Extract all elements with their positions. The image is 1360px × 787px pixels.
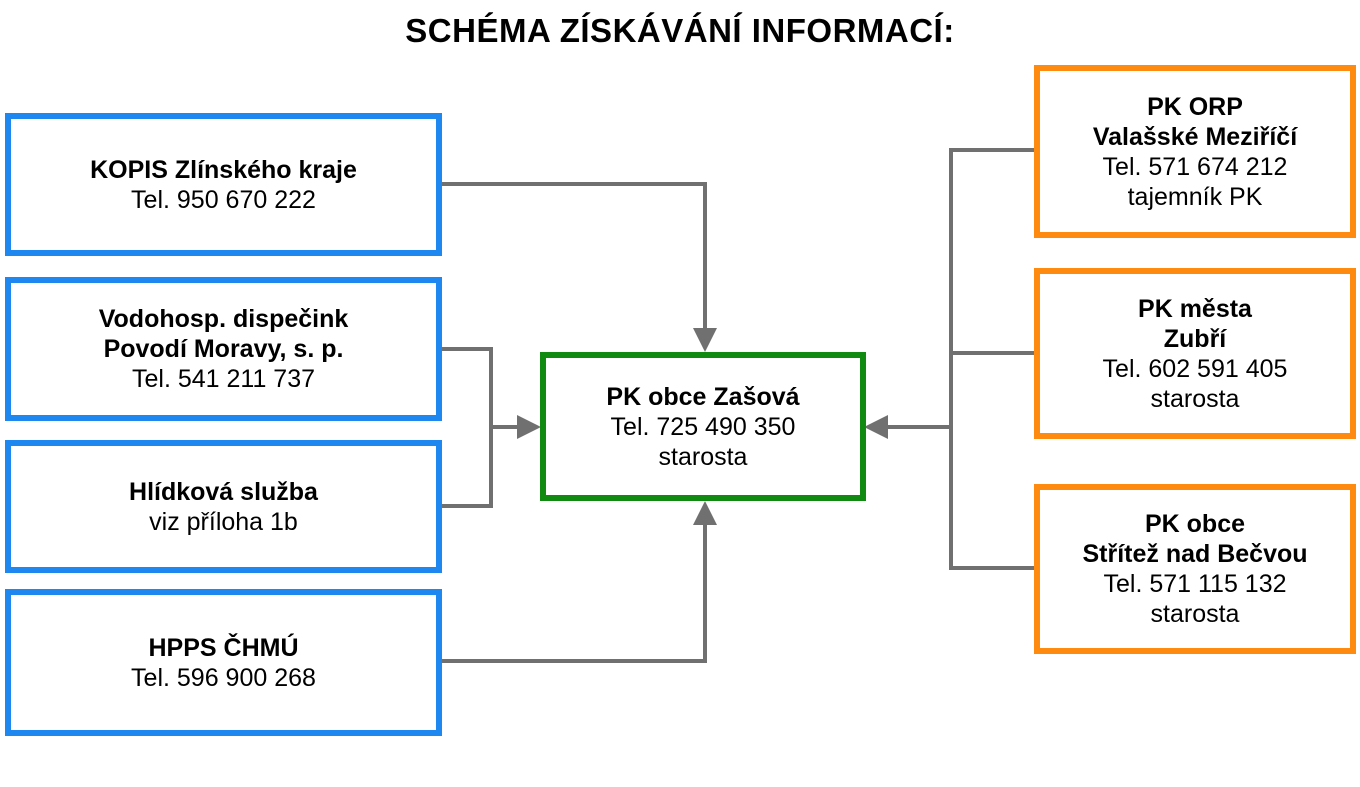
node-stritez-name-2: Střítež nad Bečvou [1082, 540, 1308, 568]
node-stritez: PK obce Střítež nad Bečvou Tel. 571 115 … [1034, 484, 1356, 654]
node-zubri-name-2: Zubří [1163, 324, 1227, 353]
connector-kopis [440, 182, 707, 345]
node-orp-name-1: PK ORP [1147, 92, 1243, 121]
node-stritez-role: starosta [1150, 600, 1240, 628]
diagram-title: SCHÉMA ZÍSKÁVÁNÍ INFORMACÍ: [405, 12, 955, 49]
node-vodohosp-phone: Tel. 541 211 737 [131, 365, 316, 393]
node-zubri: PK města Zubří Tel. 602 591 405 starosta [1034, 268, 1356, 439]
connector-vodohosp [440, 347, 493, 508]
node-orp-role: tajemník PK [1127, 182, 1263, 211]
node-orp-name-2: Valašské Meziříčí [1092, 122, 1298, 151]
node-hlidkova-note: viz příloha 1b [149, 507, 298, 536]
node-hpps-name: HPPS ČHMÚ [148, 633, 299, 662]
node-hlidkova: Hlídková služba viz příloha 1b [5, 440, 442, 573]
node-stritez-name-1: PK obce [1144, 510, 1246, 538]
node-center-name: PK obce Zašová [606, 382, 800, 411]
connector-right-bracket [949, 148, 1037, 570]
arrowhead-right [864, 415, 888, 439]
node-center: PK obce Zašová Tel. 725 490 350 starosta [540, 352, 866, 501]
node-kopis-name: KOPIS Zlínského kraje [90, 155, 357, 184]
node-hpps-phone: Tel. 596 900 268 [131, 663, 316, 692]
arrowhead-left [517, 415, 541, 439]
connector-hpps [440, 512, 707, 663]
node-zubri-role: starosta [1150, 384, 1240, 413]
node-zubri-phone: Tel. 602 591 405 [1102, 354, 1288, 383]
node-zubri-name-1: PK města [1138, 294, 1252, 323]
node-center-phone: Tel. 725 490 350 [610, 412, 796, 441]
arrowhead-hpps [693, 501, 717, 525]
node-kopis: KOPIS Zlínského kraje Tel. 950 670 222 [5, 113, 442, 256]
node-orp-phone: Tel. 571 674 212 [1102, 152, 1288, 181]
node-center-role: starosta [658, 442, 748, 471]
node-orp: PK ORP Valašské Meziříčí Tel. 571 674 21… [1034, 65, 1356, 238]
node-vodohosp-name-2: Povodí Moravy, s. p. [103, 335, 344, 363]
node-hlidkova-name: Hlídková služba [129, 477, 318, 506]
node-hpps: HPPS ČHMÚ Tel. 596 900 268 [5, 589, 442, 736]
node-vodohosp-name-1: Vodohosp. dispečink [98, 305, 349, 333]
node-vodohosp: Vodohosp. dispečink Povodí Moravy, s. p.… [5, 277, 442, 421]
arrowhead-kopis [693, 328, 717, 352]
node-stritez-phone: Tel. 571 115 132 [1103, 570, 1287, 598]
node-kopis-phone: Tel. 950 670 222 [131, 185, 316, 214]
